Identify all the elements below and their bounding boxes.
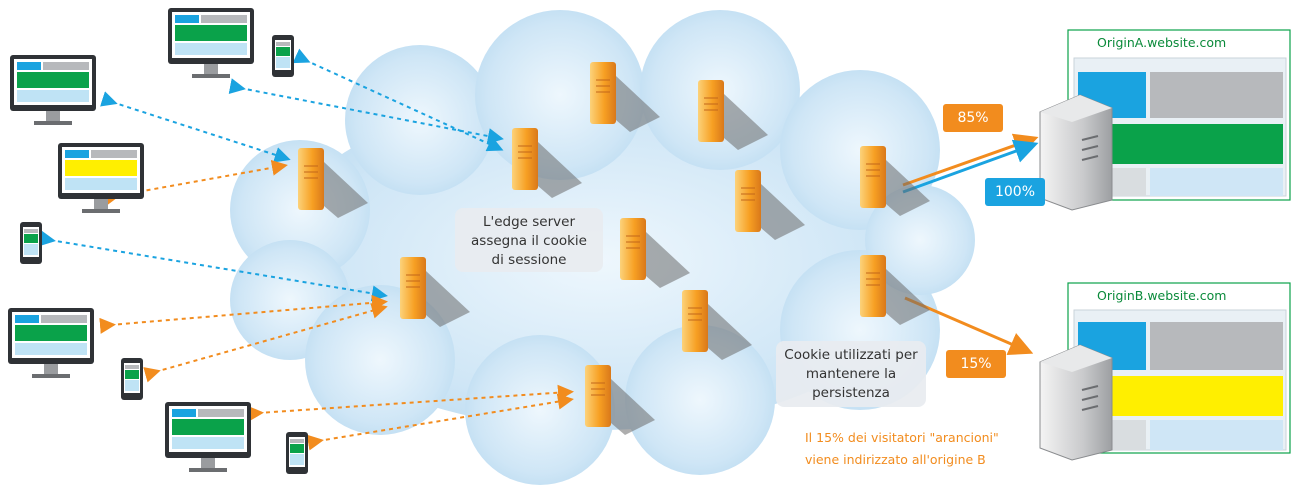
edge-server	[698, 80, 768, 150]
edge-server	[735, 170, 805, 240]
persistence-callout-line: mantenere la	[805, 366, 897, 382]
origin-server-icon	[1039, 344, 1113, 461]
origin-server-icon	[1039, 94, 1113, 211]
routing-note-line: viene indirizzato all'origine B	[805, 452, 986, 467]
origin-b-orange-share-badge: 15%	[946, 350, 1006, 378]
smartphone-icon	[20, 222, 42, 264]
client-devices	[8, 8, 308, 474]
origin-a-url: OriginA.website.com	[1097, 35, 1227, 50]
persistence-callout: Cookie utilizzati per mantenere la persi…	[776, 341, 926, 407]
edge-server	[682, 290, 752, 360]
edge-server-callout: L'edge server assegna il cookie di sessi…	[455, 208, 603, 272]
desktop-monitor-icon	[8, 308, 94, 378]
desktop-monitor-icon	[165, 402, 251, 472]
origin-a	[1039, 29, 1291, 211]
origin-a-blue-share-badge: 100%	[985, 178, 1045, 206]
edge-server	[860, 146, 930, 216]
smartphone-icon	[272, 35, 294, 77]
edge-callout-line: L'edge server	[482, 214, 575, 230]
route-origin-a-orange	[902, 133, 1039, 187]
origin-a-orange-share-badge: 85%	[943, 104, 1003, 132]
origin-b-url: OriginB.website.com	[1097, 288, 1227, 303]
edge-servers	[298, 62, 930, 435]
persistence-callout-line: Cookie utilizzati per	[784, 347, 918, 363]
routing-note: Il 15% dei visitatori "arancioni" viene …	[805, 427, 1045, 471]
routing-note-line: Il 15% dei visitatori "arancioni"	[805, 430, 999, 445]
edge-server	[620, 218, 690, 288]
edge-server	[585, 365, 655, 435]
desktop-monitor-icon	[58, 143, 144, 213]
edge-server	[860, 255, 930, 325]
route-origin-a-blue	[902, 139, 1039, 194]
edge-server	[590, 62, 660, 132]
origin-b	[1039, 282, 1291, 461]
edge-callout-line: assegna il cookie	[471, 233, 587, 249]
desktop-monitor-icon	[168, 8, 254, 78]
smartphone-icon	[286, 432, 308, 474]
client-connections	[38, 48, 574, 451]
edge-server	[400, 257, 470, 327]
persistence-callout-line: persistenza	[812, 385, 890, 401]
desktop-monitor-icon	[10, 55, 96, 125]
edge-callout-line: di sessione	[491, 252, 567, 268]
edge-server	[298, 148, 368, 218]
edge-server	[512, 128, 582, 198]
smartphone-icon	[121, 358, 143, 400]
